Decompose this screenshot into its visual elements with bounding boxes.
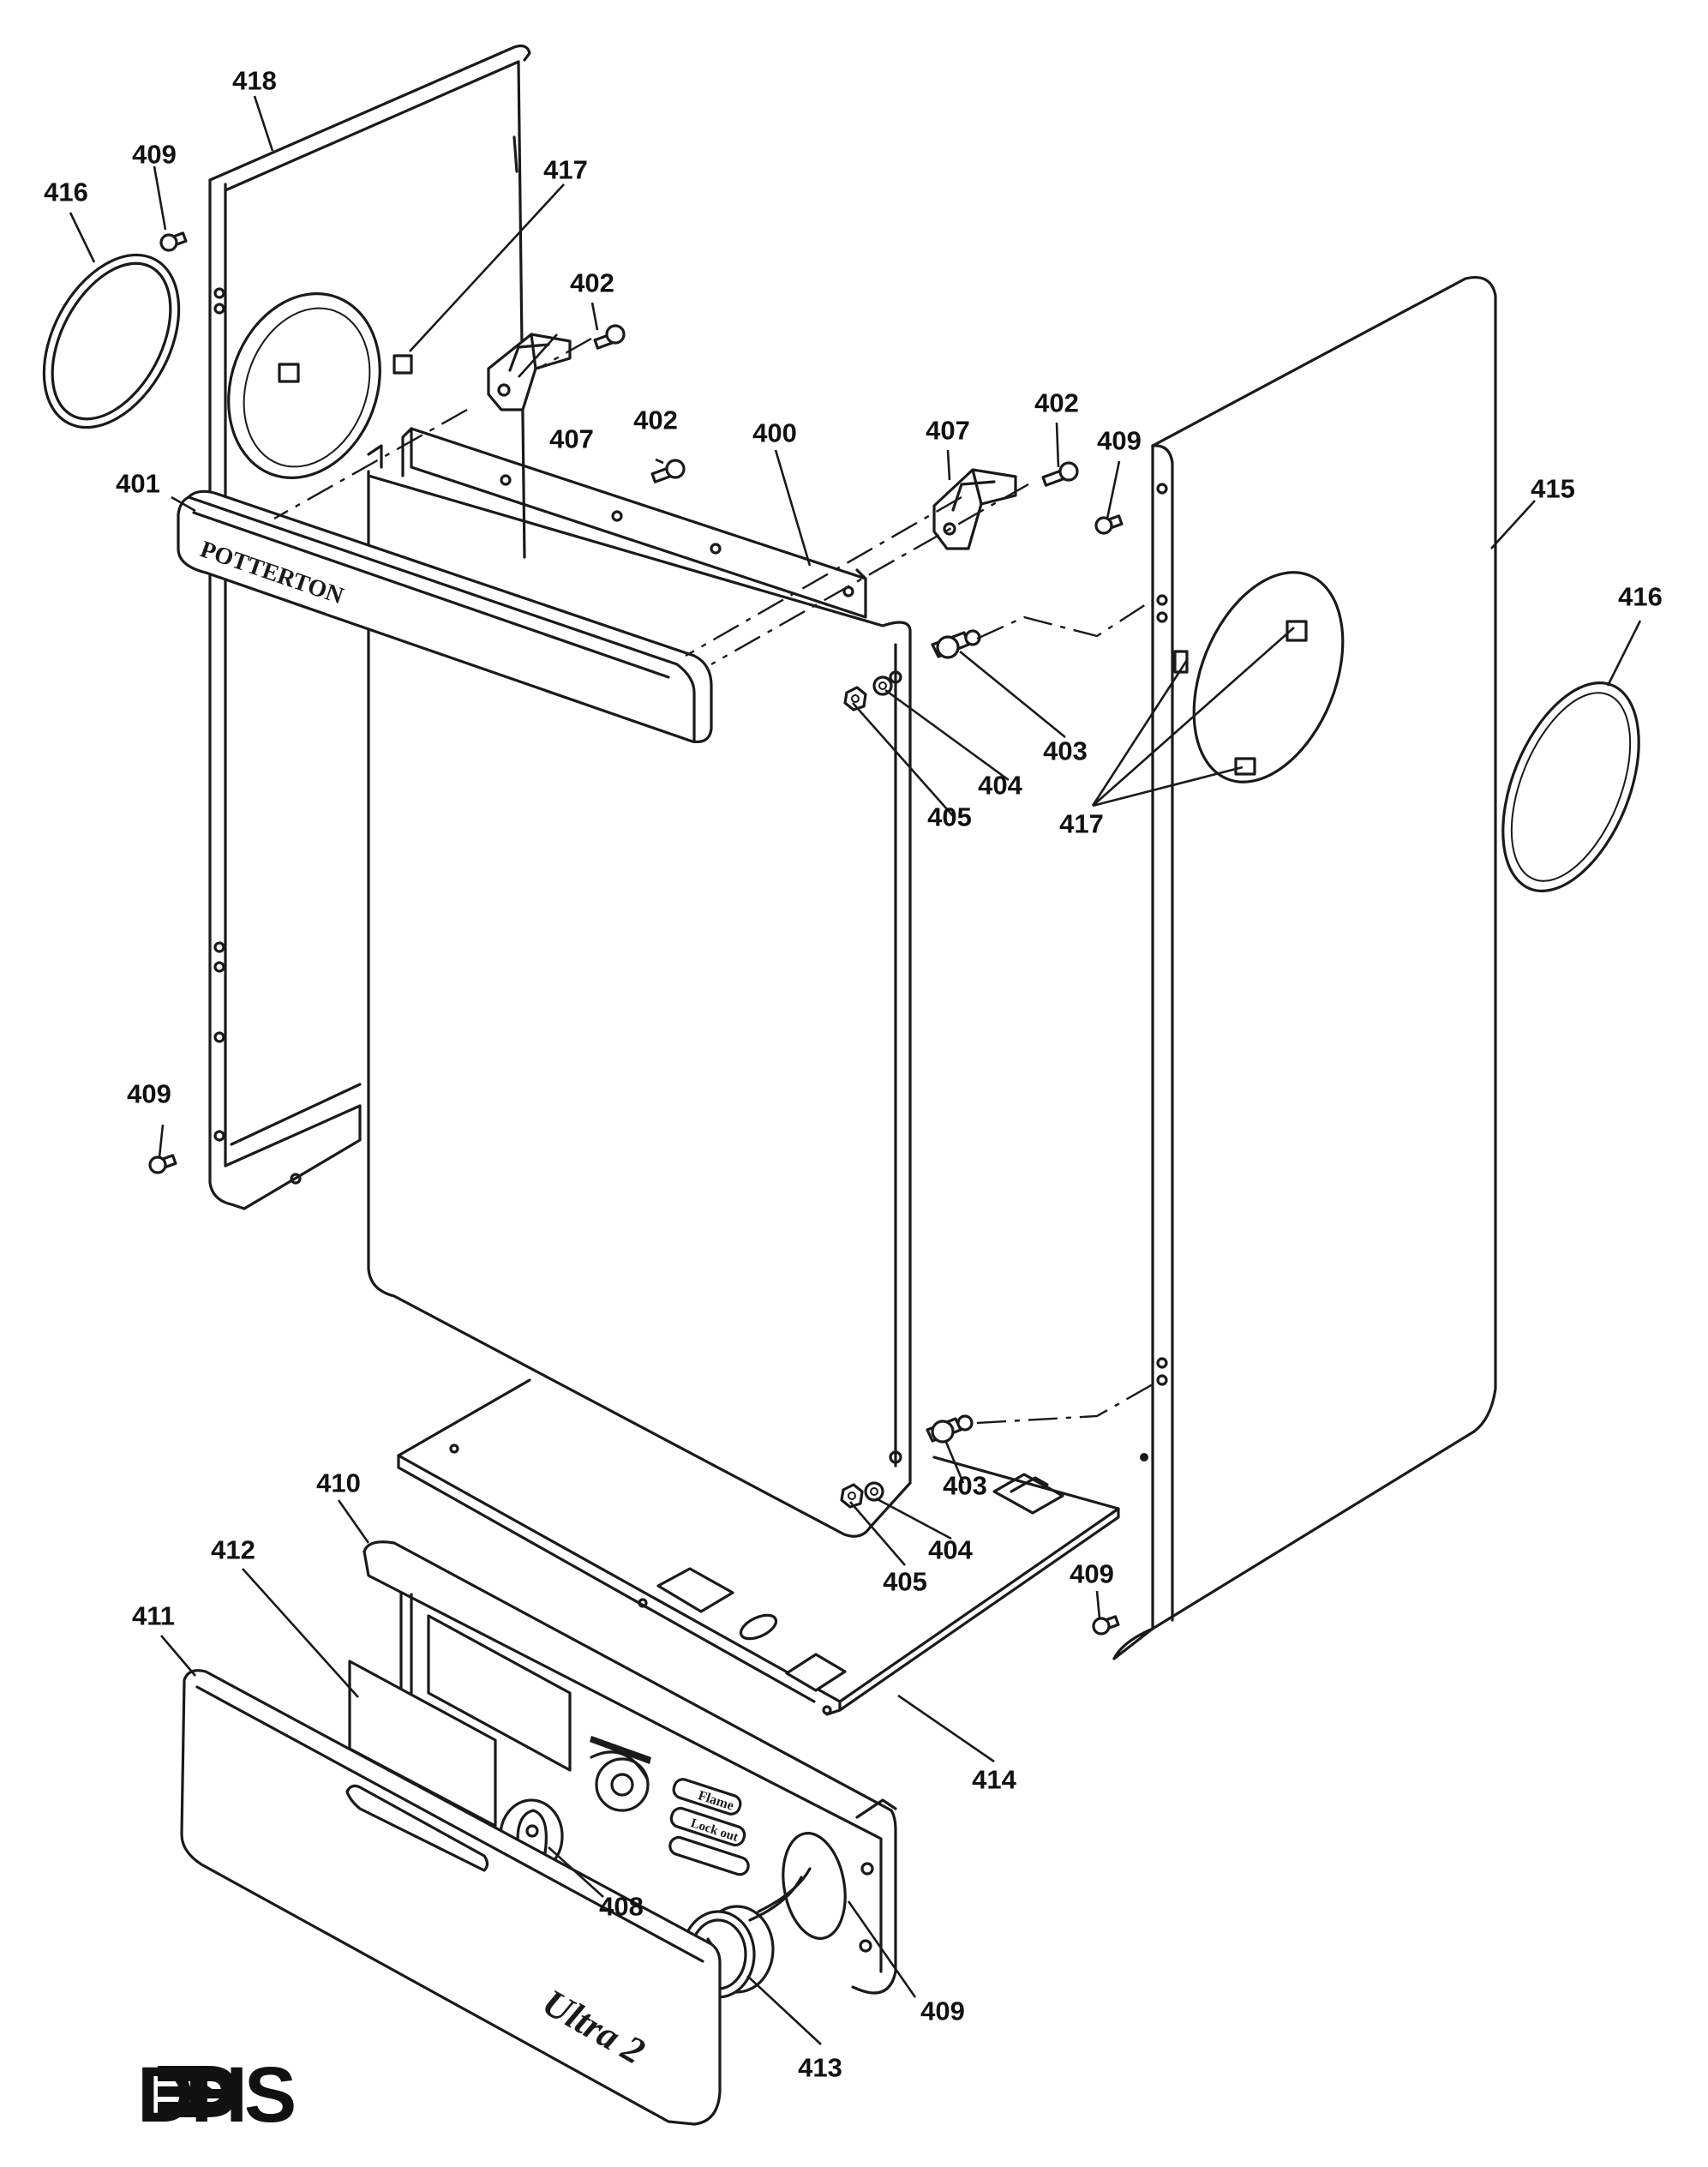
part-label-404: 404: [928, 1534, 973, 1565]
part-label-414: 414: [972, 1764, 1016, 1795]
screw-409b: [1094, 514, 1124, 535]
main-case-400: [367, 427, 912, 1538]
part-label-402: 402: [633, 405, 678, 435]
assembly-guide-lines: [273, 337, 1154, 1425]
washer-404a: [872, 675, 893, 696]
dhs-logo-text: DHS: [137, 2051, 297, 2139]
stud-403b: [926, 1414, 974, 1444]
part-label-404: 404: [978, 770, 1022, 801]
part-label-408: 408: [599, 1891, 644, 1922]
stud-403a: [931, 629, 981, 659]
sealing-ring-416-right: [1501, 681, 1640, 892]
part-label-407: 407: [549, 423, 594, 454]
dhs-logo-mark: [158, 2066, 237, 2117]
part-label-410: 410: [316, 1468, 361, 1498]
part-label-418: 418: [232, 65, 277, 96]
part-label-403: 403: [943, 1470, 987, 1501]
part-label-409: 409: [1070, 1558, 1114, 1589]
part-label-412: 412: [211, 1534, 255, 1565]
part-label-409: 409: [920, 1996, 965, 2026]
nut-405a: [843, 686, 867, 711]
part-label-409: 409: [132, 139, 177, 170]
bracket-407-right: [932, 468, 1017, 550]
nut-405b: [840, 1483, 864, 1509]
part-label-416: 416: [1618, 581, 1663, 612]
part-label-403: 403: [1043, 735, 1088, 766]
part-label-409: 409: [127, 1078, 171, 1109]
screw-409c: [148, 1154, 177, 1174]
facia-label-412: [348, 1660, 497, 1828]
part-label-413: 413: [798, 2052, 842, 2083]
part-label-417: 417: [1059, 808, 1104, 839]
part-label-402: 402: [1034, 387, 1079, 418]
part-label-416: 416: [44, 177, 88, 207]
left-side-panel-418: [208, 44, 531, 1210]
part-label-405: 405: [883, 1566, 927, 1597]
leader-lines: [69, 95, 1642, 2045]
screw-409d: [1092, 1615, 1120, 1636]
part-label-402: 402: [570, 267, 614, 298]
screw-402b: [650, 459, 686, 483]
screw-402a: [593, 324, 626, 350]
washer-404b: [864, 1481, 884, 1502]
front-trim-401: POTTERTON: [177, 489, 713, 744]
part-label-415: 415: [1531, 473, 1575, 504]
bottom-panel-414: [397, 1378, 1120, 1716]
part-label-405: 405: [927, 801, 972, 832]
sealing-ring-416-left: [42, 253, 181, 429]
part-label-401: 401: [116, 468, 160, 499]
right-side-panel-415: [1112, 276, 1497, 1660]
screw-409a: [159, 231, 188, 252]
part-label-400: 400: [752, 417, 797, 448]
part-label-417: 417: [543, 154, 588, 185]
part-label-407: 407: [926, 415, 970, 446]
part-label-409: 409: [1097, 425, 1142, 456]
part-label-411: 411: [131, 1600, 176, 1631]
control-panel-410: Flame Lock out: [363, 1540, 897, 1995]
screw-402c: [1041, 461, 1079, 487]
bracket-407-left: [487, 333, 572, 411]
